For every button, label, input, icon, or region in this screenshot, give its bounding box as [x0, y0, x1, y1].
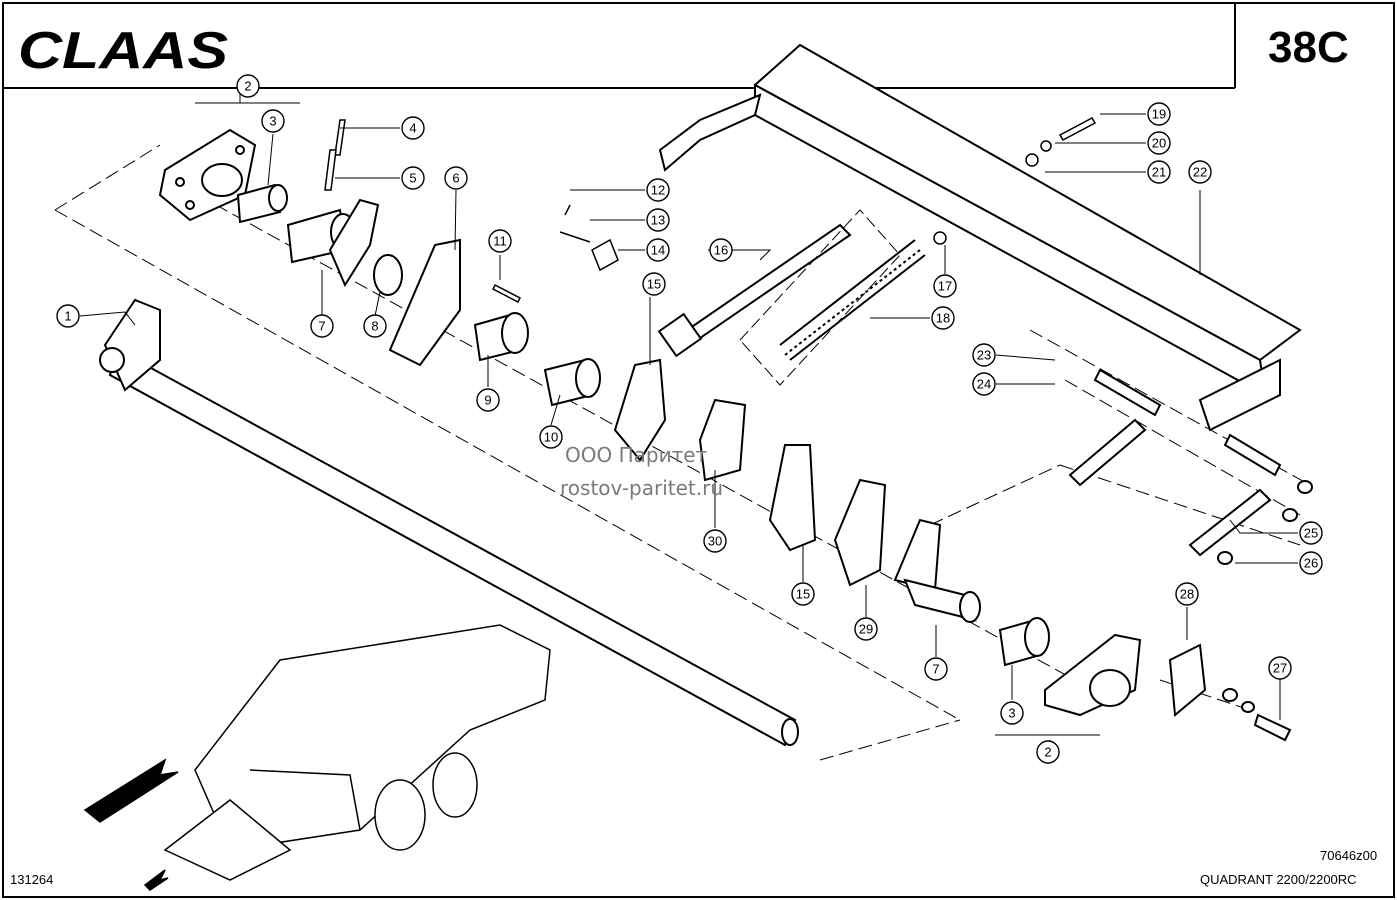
callout-circle: [56, 304, 80, 328]
callout-label: 10: [544, 430, 558, 445]
lever-plates: [328, 198, 942, 592]
callout-label: 7: [932, 662, 939, 677]
callout-label: 23: [977, 348, 991, 363]
callout-label: 14: [651, 243, 665, 258]
callout-label: 26: [1304, 556, 1318, 571]
callout-circle: [1268, 656, 1292, 680]
bushings: [236, 183, 1050, 667]
callout-label: 20: [1152, 136, 1166, 151]
callout-circle: [646, 178, 670, 202]
callout-circle: [476, 388, 500, 412]
callout-label: 3: [269, 114, 276, 129]
callout-circle: [646, 238, 670, 262]
callout-circle: [363, 314, 387, 338]
callout-label: 29: [859, 622, 873, 637]
drawing-number: 70646z00: [1320, 848, 1377, 863]
frame-beam: [658, 43, 1302, 432]
callout-circle: [1188, 160, 1212, 184]
callout-label: 1: [64, 309, 71, 324]
watermark-line1: ООО Паритет: [565, 443, 708, 467]
callout-label: 12: [651, 183, 665, 198]
callout-label: 27: [1273, 661, 1287, 676]
model-name: QUADRANT 2200/2200RC: [1200, 872, 1357, 887]
callout-circle: [539, 425, 563, 449]
callout-circle: [1000, 701, 1024, 725]
callout-label: 28: [1180, 587, 1194, 602]
callout-label: 9: [484, 393, 491, 408]
callout-label: 17: [938, 279, 952, 294]
sheet-number: 38C: [1268, 23, 1349, 72]
callout-circle: [1036, 740, 1060, 764]
callout-circle: [1147, 102, 1171, 126]
callout-circle: [1299, 551, 1323, 575]
callout-circle: [854, 617, 878, 641]
callout-circle: [924, 657, 948, 681]
callout-label: 7: [318, 319, 325, 334]
callout-label: 8: [371, 319, 378, 334]
callout-label: 30: [708, 534, 722, 549]
callout-label: 21: [1152, 165, 1166, 180]
callout-circle: [261, 109, 285, 133]
callout-circle: [1299, 521, 1323, 545]
callout-circle: [642, 272, 666, 296]
callout-label: 11: [493, 234, 507, 249]
callout-label: 2: [244, 79, 251, 94]
callout-label: 2: [1044, 745, 1051, 760]
figure-id: 131264: [10, 872, 53, 887]
callout-label: 5: [409, 171, 416, 186]
callout-label: 15: [796, 587, 810, 602]
callout-circle: [1175, 582, 1199, 606]
callout-circle: [310, 314, 334, 338]
callout-label: 15: [647, 277, 661, 292]
linkage-bars: [1068, 368, 1313, 565]
callout-label: 3: [1008, 706, 1015, 721]
brand-logo: CLAAS: [18, 22, 228, 80]
spring-assembly: [657, 209, 926, 386]
callout-circle: [972, 372, 996, 396]
shaft-stub-right: [903, 578, 981, 623]
callout-label: 13: [651, 213, 665, 228]
callout-circle: [646, 208, 670, 232]
watermark-line2: rostov-paritet.ru: [560, 476, 723, 500]
callout-circle: [703, 529, 727, 553]
shaft-part: [99, 298, 799, 747]
baler-thumbnail: [83, 624, 551, 891]
callout-circle: [1147, 160, 1171, 184]
bolts-and-pins: [324, 117, 1097, 304]
assembly-axis-lines: [54, 144, 1311, 761]
callout-circle: [1147, 131, 1171, 155]
callout-label: 4: [409, 121, 416, 136]
callout-label: 6: [452, 171, 459, 186]
callout-circle: [488, 229, 512, 253]
callout-label: 22: [1193, 165, 1207, 180]
bearing-flange-right: [1044, 633, 1292, 742]
callout-circle: [444, 166, 468, 190]
callout-label: 19: [1152, 107, 1166, 122]
callout-label: 16: [714, 243, 728, 258]
callout-circle: [401, 166, 425, 190]
callout-circle: [933, 274, 957, 298]
callout-circle: [236, 74, 260, 98]
callout-label: 18: [936, 311, 950, 326]
callout-label: 24: [977, 377, 991, 392]
callout-circle: [791, 582, 815, 606]
callout-label: 25: [1304, 526, 1318, 541]
callout-circle: [401, 116, 425, 140]
callout-circle: [972, 343, 996, 367]
callout-circle: [931, 306, 955, 330]
callout-circle: [709, 238, 733, 262]
